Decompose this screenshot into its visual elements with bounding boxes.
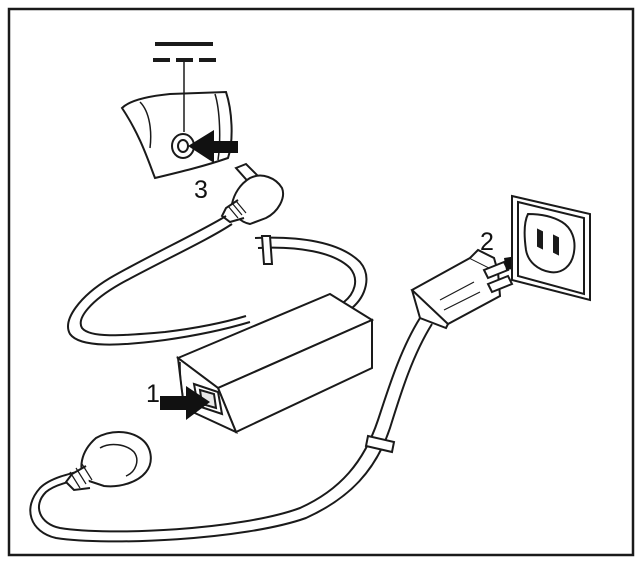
dc-cable-inner [79,223,247,337]
dc-cable [67,215,251,346]
step-2-label: 2 [480,228,494,256]
dc-power-symbol-icon [153,42,216,62]
dc-plug [220,162,284,226]
cable-tie-top [260,235,274,265]
dc-cable-upper-inner [257,246,357,309]
step-3-label: 3 [194,176,208,204]
step-3-arrow [188,130,238,163]
step-1-arrow [160,386,210,420]
ac-wall-plug [410,248,514,330]
ac-cloverleaf-connector [64,431,152,492]
step-1-label: 1 [146,380,160,408]
cable-tie-bottom [364,434,396,454]
wall-outlet [511,194,591,302]
ac-cable-inner [29,323,433,543]
ac-cable [38,317,421,533]
dc-cable-upper [254,236,368,317]
